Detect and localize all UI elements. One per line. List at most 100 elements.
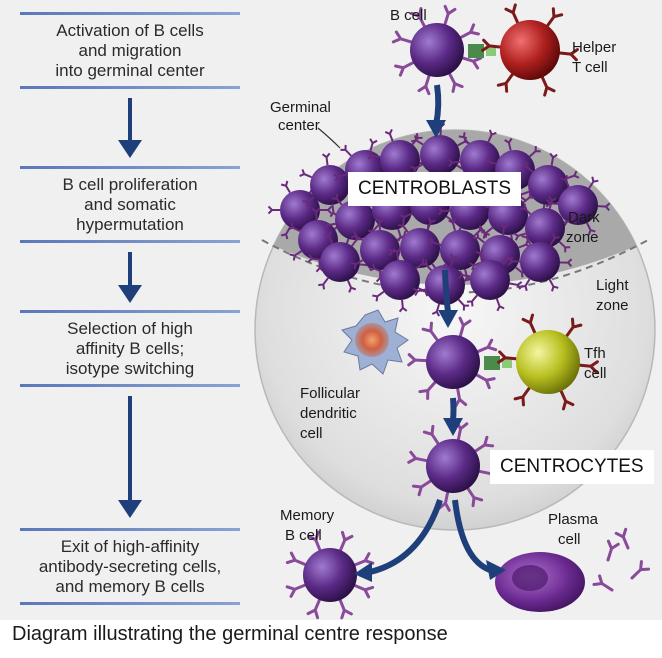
- receptor-icon: [448, 218, 457, 231]
- diagram-area: Activation of B cells and migration into…: [0, 0, 662, 620]
- receptor-icon: [299, 169, 312, 179]
- receptor-icon: [548, 279, 559, 292]
- receptor-icon: [285, 551, 309, 567]
- antibody-group: [592, 527, 651, 592]
- centrocytes-label: CENTROCYTES: [490, 450, 654, 484]
- receptor-icon: [487, 129, 497, 143]
- receptor-icon: [321, 152, 331, 166]
- receptor-icon: [457, 23, 480, 40]
- centroblast-cell: [440, 230, 480, 270]
- receptor-icon: [519, 203, 532, 215]
- label-plasma-2: cell: [558, 531, 581, 548]
- receptor-icon: [588, 176, 599, 189]
- arrow-head: [426, 120, 446, 138]
- label-memory-2: B cell: [285, 527, 322, 544]
- label-tfh-1: Tfh: [584, 345, 606, 362]
- centroblast-cell: [335, 200, 375, 240]
- receptor-icon: [307, 254, 321, 263]
- step-bar: [20, 86, 240, 89]
- receptor-icon: [307, 530, 323, 554]
- receptor-icon: [563, 215, 577, 224]
- receptor-group: [497, 313, 599, 411]
- receptor-icon: [431, 303, 441, 317]
- receptor-icon: [475, 248, 485, 262]
- centroblast-cell: [558, 185, 598, 225]
- receptor-icon: [458, 316, 472, 340]
- receptor-icon: [287, 222, 301, 233]
- receptor-icon: [513, 232, 527, 241]
- step-bar: [20, 240, 240, 243]
- receptor-icon: [472, 435, 495, 454]
- receptor-icon: [394, 60, 417, 77]
- receptor-icon: [521, 232, 532, 245]
- left-arrows: [118, 98, 142, 518]
- receptor-icon: [559, 258, 573, 267]
- step-exit: Exit of high-affinity antibody-secreting…: [20, 528, 240, 605]
- b-cell-body: [426, 439, 480, 493]
- label-light-2: zone: [596, 297, 629, 314]
- receptor-icon: [473, 372, 496, 390]
- antibody-icon: [630, 560, 651, 580]
- step-text: B cell proliferation and somatic hypermu…: [62, 175, 198, 234]
- diagram-svg: B cell Helper T cell Germinal center Dar…: [118, 3, 656, 620]
- receptor-icon: [426, 217, 436, 230]
- step-text: Activation of B cells and migration into…: [55, 21, 205, 80]
- receptor-icon: [398, 299, 408, 313]
- receptor-icon: [483, 156, 497, 165]
- receptor-icon: [407, 353, 430, 367]
- receptor-icon: [375, 217, 385, 231]
- centroblast-cell: [380, 140, 420, 180]
- receptor-icon: [306, 596, 322, 620]
- b-cell-body: [410, 23, 464, 77]
- light-zone-b-cell: [407, 316, 498, 408]
- centroblast-cell: [380, 260, 420, 300]
- receptor-icon: [318, 277, 329, 290]
- antibody-icon: [606, 539, 620, 562]
- tcr-complex: [468, 44, 484, 58]
- receptor-icon: [311, 207, 321, 221]
- receptor-icon: [495, 298, 505, 312]
- receptor-icon: [459, 55, 483, 70]
- receptor-icon: [529, 146, 541, 158]
- step-bar: [20, 166, 240, 169]
- receptor-icon: [560, 174, 570, 188]
- arrow-head: [118, 140, 142, 158]
- receptor-icon: [566, 170, 580, 180]
- receptor-icon: [502, 253, 514, 266]
- b-cell-body: [303, 548, 357, 602]
- receptor-group: [391, 4, 483, 96]
- receptor-icon: [412, 287, 426, 297]
- label-fdc-2: dendritic: [300, 405, 357, 422]
- receptor-icon: [338, 530, 354, 554]
- receptor-icon: [597, 202, 611, 212]
- receptor-icon: [411, 478, 434, 497]
- label-tfh-2: cell: [584, 365, 607, 382]
- receptor-icon: [397, 220, 409, 233]
- label-fdc-3: cell: [300, 425, 323, 442]
- receptor-icon: [457, 270, 471, 279]
- arrow-line: [452, 499, 492, 573]
- arrow-head: [443, 418, 463, 436]
- label-b-cell: B cell: [390, 7, 427, 24]
- receptor-icon: [540, 74, 556, 97]
- fdc: [341, 309, 409, 375]
- receptor-group: [481, 3, 579, 97]
- receptor-icon: [548, 196, 557, 209]
- receptor-icon: [428, 237, 441, 246]
- arrow-line: [442, 269, 451, 313]
- centroblast-cell: [520, 242, 560, 282]
- centroblast-cell: [310, 165, 350, 205]
- tcr-bridge-mid: [484, 356, 512, 370]
- step-bar: [20, 384, 240, 387]
- receptor-icon: [564, 317, 583, 340]
- helper-t-cell: [481, 3, 579, 97]
- arrow-head: [118, 500, 142, 518]
- receptor-icon: [556, 48, 579, 62]
- label-helper-2: T cell: [572, 59, 608, 76]
- receptor-icon: [513, 384, 532, 407]
- label-light-1: Light: [596, 277, 629, 294]
- label-helper-1: Helper: [572, 39, 616, 56]
- centroblast-cell: [420, 135, 460, 175]
- arrow-line: [433, 84, 442, 126]
